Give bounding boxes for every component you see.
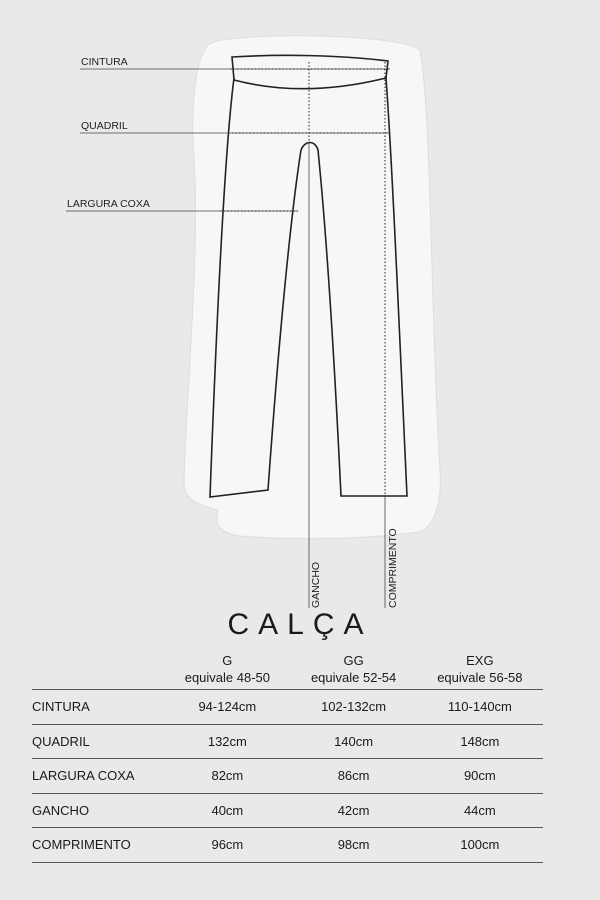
value-cell: 148cm — [460, 733, 500, 749]
value-cell: 110-140cm — [447, 699, 512, 715]
size-table: G equivale 48-50 GG equivale 52-54 EXG e… — [32, 652, 543, 863]
header-size-g: G equivale 48-50 — [164, 652, 290, 690]
size-name: G — [222, 653, 233, 668]
label-gancho: GANCHO — [310, 562, 322, 608]
value-cell: 90cm — [463, 768, 496, 784]
size-name: GG — [343, 653, 364, 668]
product-title: CALÇA — [227, 608, 373, 641]
value-cell: 140cm — [334, 733, 374, 749]
value-cell: 42cm — [337, 802, 370, 818]
size-equivalence: equivale 48-50 — [184, 670, 271, 685]
row-label: QUADRIL — [32, 733, 90, 749]
value-cell: 100cm — [460, 837, 500, 853]
value-cell: 82cm — [211, 768, 244, 784]
table-row-comprimento: COMPRIMENTO 96cm 98cm 100cm — [32, 828, 543, 862]
pants-measurement-diagram: CINTURA QUADRIL LARGURA COXA GANCHO COMP… — [66, 35, 441, 608]
value-cell: 102-132cm — [321, 699, 387, 715]
label-quadril: QUADRIL — [81, 120, 128, 132]
label-cintura: CINTURA — [81, 56, 128, 68]
value-cell: 96cm — [211, 837, 244, 853]
table-row-largura-coxa: LARGURA COXA 82cm 86cm 90cm — [32, 759, 543, 793]
size-equivalence: equivale 52-54 — [310, 670, 397, 685]
label-comprimento: COMPRIMENTO — [387, 528, 399, 608]
pants-outline — [209, 77, 408, 498]
pants-silhouette-shadow — [183, 35, 441, 540]
value-cell: 98cm — [337, 837, 370, 853]
row-label: CINTURA — [32, 699, 90, 715]
header-empty-cell — [32, 652, 164, 690]
table-row-quadril: QUADRIL 132cm 140cm 148cm — [32, 724, 543, 759]
value-cell: 94-124cm — [198, 699, 257, 715]
table-row-gancho: GANCHO 40cm 42cm 44cm — [32, 793, 543, 828]
value-cell: 132cm — [207, 733, 247, 749]
value-cell: 40cm — [211, 802, 244, 818]
value-cell: 86cm — [337, 768, 370, 784]
label-largura-coxa: LARGURA COXA — [67, 198, 150, 210]
table-row-cintura: CINTURA 94-124cm 102-132cm 110-140cm — [32, 690, 543, 724]
size-equivalence: equivale 56-58 — [437, 670, 523, 685]
row-label: LARGURA COXA — [32, 768, 135, 784]
row-label: GANCHO — [32, 802, 90, 818]
size-name: EXG — [466, 653, 494, 668]
row-label: COMPRIMENTO — [32, 837, 131, 853]
header-size-exg: EXG equivale 56-58 — [417, 652, 543, 690]
header-size-gg: GG equivale 52-54 — [290, 652, 416, 690]
value-cell: 44cm — [463, 802, 496, 818]
size-header-row: G equivale 48-50 GG equivale 52-54 EXG e… — [32, 652, 543, 690]
